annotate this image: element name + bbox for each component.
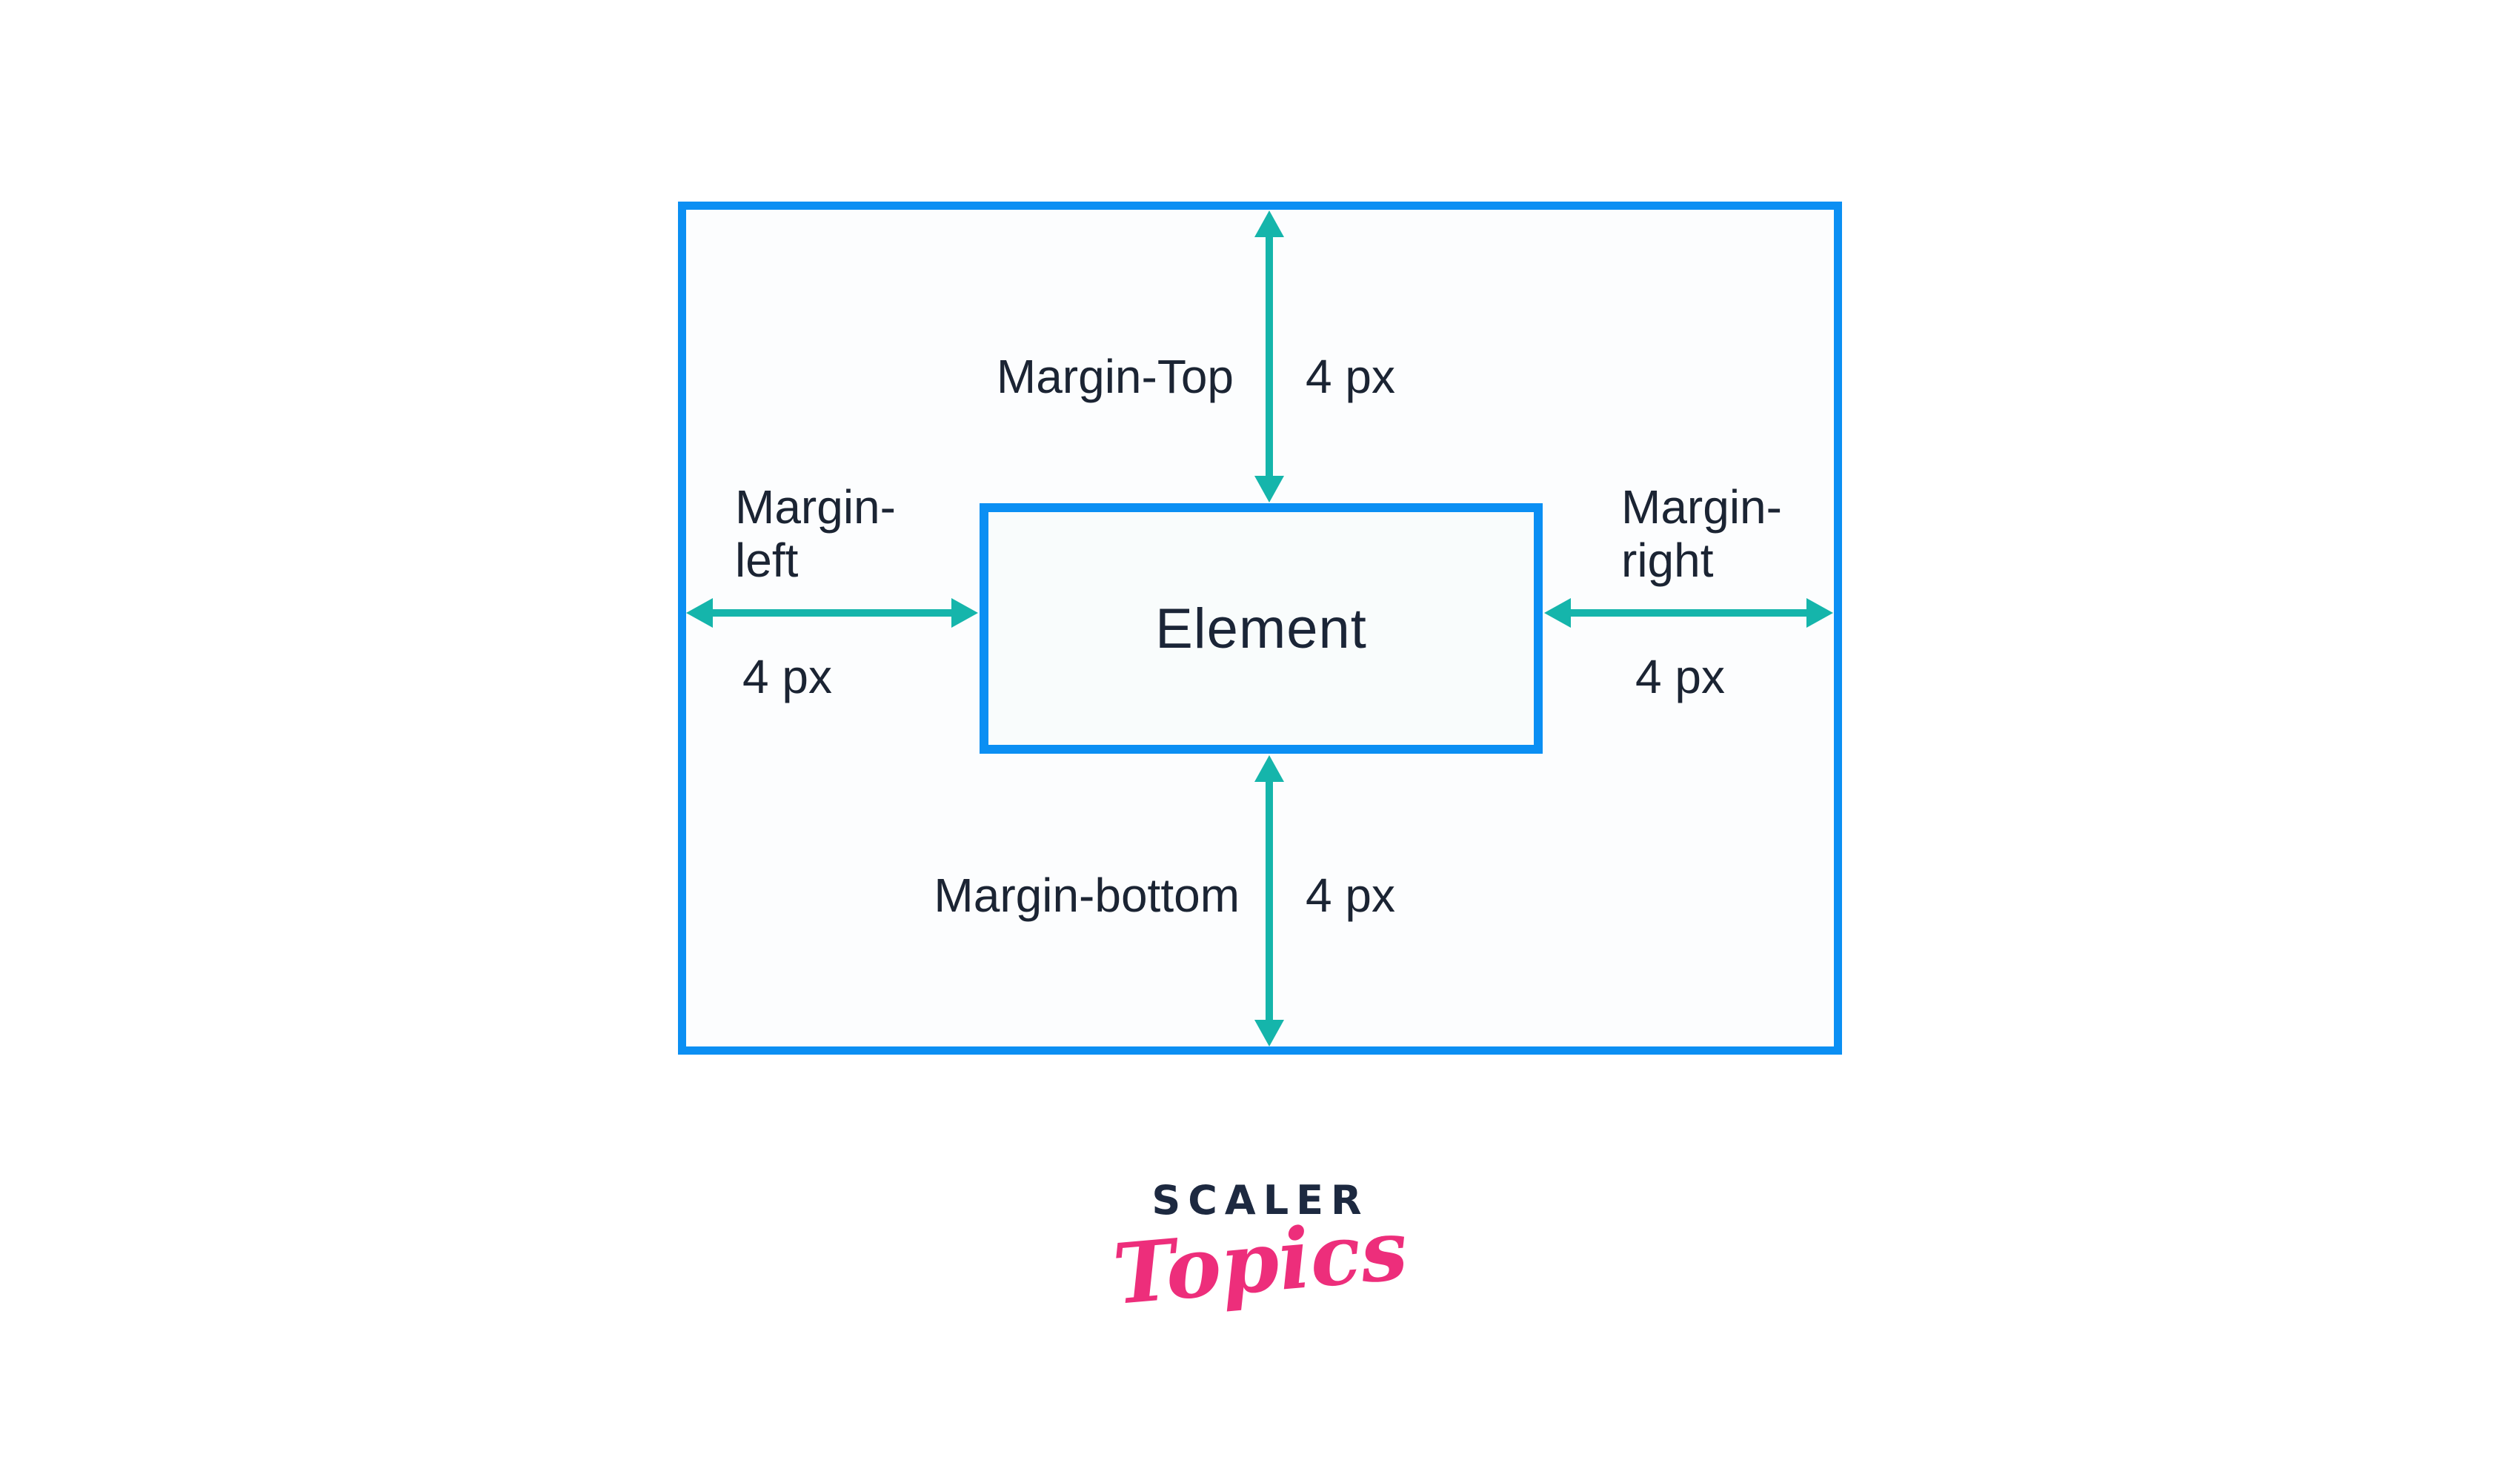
margin-left-label-line2: left xyxy=(735,534,799,588)
arrow-shaft xyxy=(1266,231,1273,482)
margin-bottom-arrow xyxy=(1254,755,1284,1046)
arrow-shaft xyxy=(1266,776,1273,1026)
element-label: Element xyxy=(1155,597,1367,660)
margin-right-label-line1: Margin- xyxy=(1621,480,1782,534)
margin-right-label: Margin- right xyxy=(1621,480,1782,588)
margin-right-arrow xyxy=(1544,598,1833,628)
margin-top-arrow xyxy=(1254,210,1284,502)
scaler-topics-logo: SCALER Topics xyxy=(1075,1177,1446,1324)
margin-bottom-value: 4 px xyxy=(1306,869,1395,922)
margin-bottom-label: Margin-bottom xyxy=(934,869,1240,922)
element-box: Element xyxy=(980,503,1543,754)
margin-left-label: Margin- left xyxy=(735,480,896,588)
margin-left-value: 4 px xyxy=(742,650,832,703)
arrow-shaft xyxy=(1565,609,1812,617)
margin-left-arrow xyxy=(686,598,978,628)
arrow-shaft xyxy=(707,609,957,617)
arrowhead-right-icon xyxy=(951,598,978,628)
arrowhead-down-icon xyxy=(1254,476,1284,502)
margin-right-value: 4 px xyxy=(1635,650,1725,703)
margin-left-label-line1: Margin- xyxy=(735,480,896,534)
margin-top-label: Margin-Top xyxy=(996,350,1234,403)
arrowhead-right-icon xyxy=(1806,598,1833,628)
logo-wordmark: SCALER xyxy=(1151,1177,1369,1224)
margin-top-value: 4 px xyxy=(1306,350,1395,403)
margin-right-label-line2: right xyxy=(1621,534,1714,588)
arrowhead-down-icon xyxy=(1254,1020,1284,1046)
